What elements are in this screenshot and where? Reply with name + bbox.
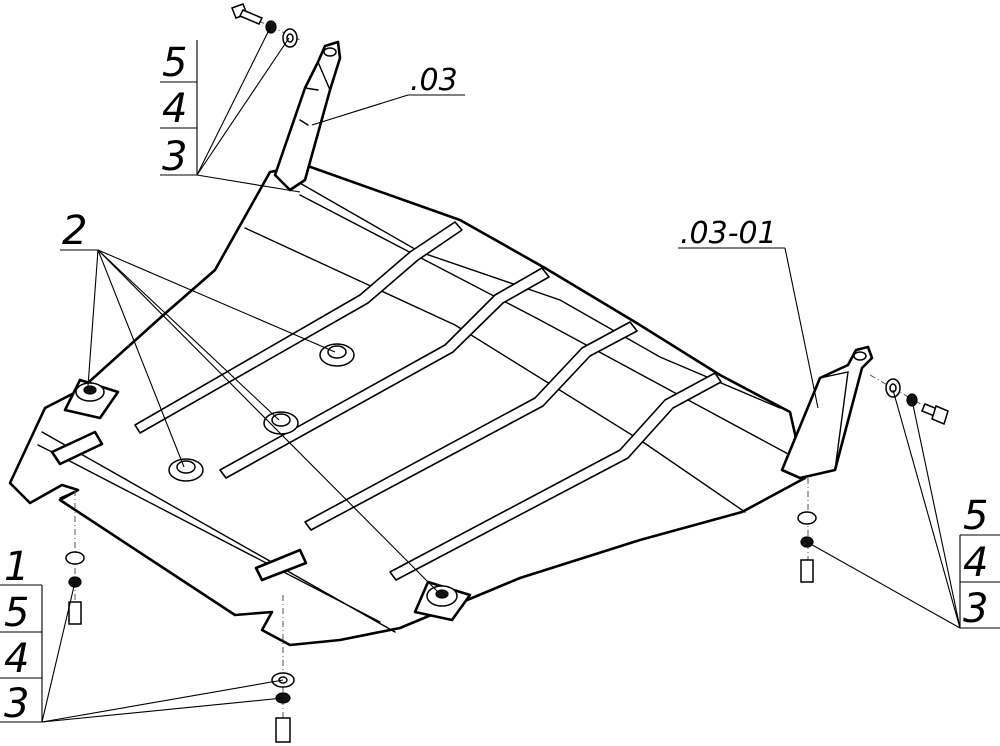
bracket-right-body (780, 345, 874, 480)
washer-left (65, 551, 85, 565)
callout-left-1: 1 (4, 544, 29, 590)
callout-top-3: 3 (162, 134, 187, 180)
callout-labels: 5 4 3 .03 .03-01 2 1 5 4 3 5 4 3 (4, 40, 988, 727)
hardware-right-bottom (797, 511, 817, 583)
callout-left-4: 4 (4, 636, 29, 682)
bolt-right-top (931, 404, 949, 426)
bushing-center (263, 411, 299, 435)
bracket-left-fold (304, 61, 331, 91)
bushing-front (413, 580, 472, 622)
callout-right-4: 4 (963, 540, 988, 586)
fold-line-3 (299, 194, 791, 456)
bushing-left (168, 458, 204, 482)
rib-2 (219, 267, 550, 479)
rib-1 (134, 221, 463, 434)
bracket-left-hole (323, 47, 337, 57)
rib-4 (389, 372, 722, 581)
slot-left (50, 430, 104, 466)
callout-bracket-left: .03 (410, 63, 458, 98)
bracket-right (780, 345, 874, 480)
callout-bushings: 2 (62, 208, 87, 254)
callout-left-3: 3 (4, 681, 29, 727)
leader-lines (0, 27, 1000, 723)
bracket-right-hole (853, 351, 867, 361)
callout-left-5: 5 (4, 590, 29, 636)
skid-plate (8, 163, 807, 647)
bolt-bottom (275, 717, 291, 743)
bolt-right-bottom (800, 559, 814, 583)
bushings (63, 343, 472, 622)
fold-line-2 (297, 181, 781, 409)
hardware-bottom (271, 672, 295, 743)
slot-center (254, 548, 308, 582)
callout-right-3: 3 (963, 586, 988, 632)
hardware-right-top (885, 378, 949, 426)
callout-top-5: 5 (162, 40, 187, 86)
rib-3 (304, 321, 638, 531)
washer-right-bottom (797, 511, 817, 525)
nut-top (265, 20, 277, 34)
hardware-left (65, 551, 85, 625)
callout-top-4: 4 (162, 86, 187, 132)
skid-plate-outline (8, 163, 807, 647)
fold-line-1 (244, 227, 746, 513)
callout-bracket-right: .03-01 (680, 216, 777, 251)
bracket-left (273, 40, 342, 192)
callout-right-5: 5 (963, 493, 988, 539)
bracket-right-fold (819, 371, 849, 471)
bracket-left-body (273, 40, 342, 192)
ribs (134, 221, 722, 581)
bracket-left-slot (299, 119, 309, 126)
bushing-top-left (63, 378, 120, 420)
callout-frames (0, 40, 1000, 722)
bolt-left (68, 601, 82, 625)
